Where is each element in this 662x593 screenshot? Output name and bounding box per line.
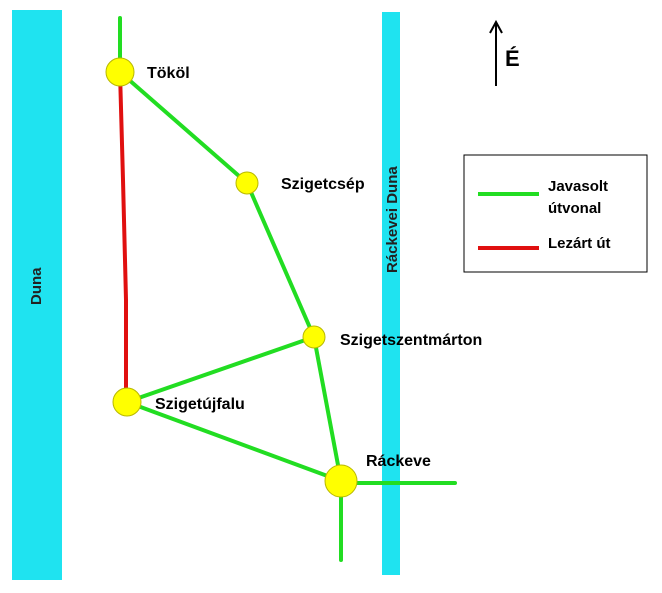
closed-road-tokol-szigetujfalu (118, 70, 128, 392)
legend-suggested-label-line2: útvonal (548, 200, 601, 217)
town-label-rackeve: Ráckeve (366, 453, 431, 470)
town-marker-tokol (105, 57, 135, 87)
legend-suggested-label: Javasolt (548, 178, 608, 195)
north-arrow: É (489, 19, 520, 86)
suggested-route (118, 16, 457, 562)
town-label-szigetszentmarton: Szigetszentmárton (340, 332, 482, 349)
town-marker-rackeve (324, 464, 358, 498)
road-szigetszentmarton-rackeve (312, 335, 343, 483)
duna-river-label: Duna (28, 267, 45, 305)
north-arrow-head-icon (489, 19, 503, 34)
town-marker-szigetszentmarton (302, 325, 326, 349)
legend-closed-label: Lezárt út (548, 235, 611, 252)
legend: Javasolt útvonal Lezárt út (463, 154, 648, 273)
town-label-szigetcsep: Szigetcsép (281, 176, 365, 193)
road-tokol-szigetcsep (118, 70, 249, 185)
road-szigetszentmarton-szigetujfalu (125, 335, 316, 404)
rackevei-duna-river (382, 12, 400, 575)
town-label-tokol: Tököl (147, 65, 190, 82)
town-label-szigetujfalu: Szigetújfalu (155, 396, 245, 413)
road-szigetcsep-szigetszentmarton (245, 181, 316, 339)
rackevei-duna-river-label: Ráckevei Duna (384, 166, 401, 273)
town-marker-szigetujfalu (112, 387, 142, 417)
town-marker-szigetcsep (235, 171, 259, 195)
north-label: É (505, 46, 520, 71)
duna-river (12, 10, 62, 580)
legend-box (463, 154, 648, 273)
road-szigetujfalu-rackeve (125, 400, 343, 483)
